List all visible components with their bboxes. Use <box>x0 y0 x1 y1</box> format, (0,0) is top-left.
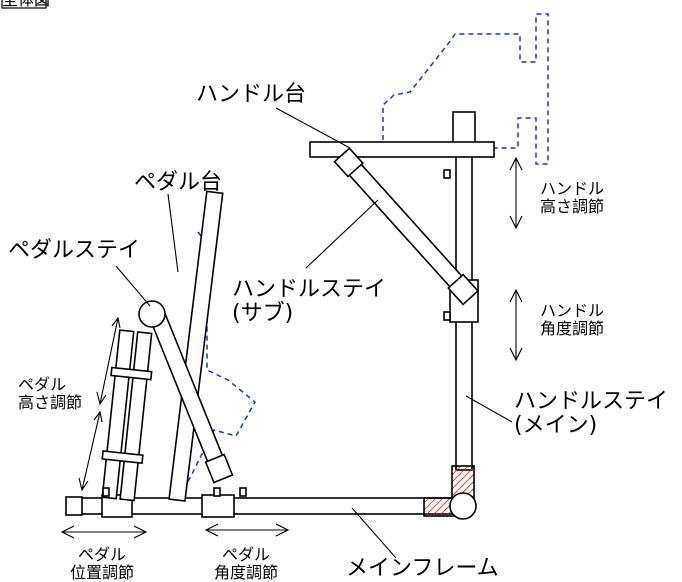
leader-handle-base <box>275 107 351 149</box>
handle-stay-sub-cap-bottom <box>447 273 480 306</box>
pedal-stay-clamp-lower <box>101 450 144 465</box>
handle-stay-sub-cap-top <box>333 147 364 178</box>
pedal-angle-label: ペダル 角度調節 <box>206 546 286 582</box>
handle-base <box>309 141 495 158</box>
leader-handle-stay-sub <box>305 199 379 269</box>
handle-angle-label: ハンドル 角度調節 <box>540 302 604 338</box>
bolt <box>443 169 451 179</box>
pedal-stay-pivot <box>138 300 166 328</box>
leader-pedal-stay <box>115 265 151 307</box>
title-box <box>1 0 47 9</box>
bolt <box>443 311 451 321</box>
pedal-height-line1: ペダル <box>18 375 67 394</box>
main-frame-mid-joint <box>201 494 235 518</box>
pedal-stay-clamp-upper <box>110 366 153 381</box>
main-frame-label: メインフレーム <box>346 556 499 581</box>
handle-stay-main-top <box>452 111 476 147</box>
handle-angle-line1: ハンドル <box>540 301 605 320</box>
handle-stay-sub-line2: (サブ) <box>232 301 294 326</box>
handle-stay-sub-line1: ハンドルステイ <box>232 277 387 302</box>
main-frame-left-cap <box>65 496 83 516</box>
leader-handle-stay-main <box>465 395 513 423</box>
pedal-stay-label: ペダルステイ <box>8 238 141 263</box>
pedal-base-label: ペダル台 <box>134 170 223 195</box>
handle-stay-main-line2: (メイン) <box>514 413 598 438</box>
handle-stay-sub-label: ハンドルステイ (サブ) <box>232 278 386 326</box>
handle-stay-main-line1: ハンドルステイ <box>514 389 669 414</box>
handle-height-label: ハンドル 高さ調節 <box>540 180 604 216</box>
pedal-position-line2: 位置調節 <box>69 563 134 582</box>
pedal-base <box>168 190 224 502</box>
handle-stay-main-label: ハンドルステイ (メイン) <box>514 390 668 438</box>
leader-main-frame <box>351 507 397 559</box>
handle-base-label: ハンドル台 <box>196 82 307 107</box>
leader-pedal-base <box>167 193 179 273</box>
pedal-height-arrow <box>99 317 119 405</box>
pedal-angle-line1: ペダル <box>221 545 270 564</box>
main-frame <box>79 497 457 515</box>
handle-angle-line2: 角度調節 <box>540 319 605 338</box>
pedal-stay-diagonal-cap <box>204 453 234 484</box>
handle-height-line2: 高さ調節 <box>540 197 605 216</box>
pedal-position-line1: ペダル <box>77 545 126 564</box>
title-label: 全体図 <box>2 0 50 9</box>
handle-height-line1: ハンドル <box>540 179 605 198</box>
pedal-position-label: ペダル 位置調節 <box>62 546 142 582</box>
pedal-height-arrow-2 <box>81 411 101 491</box>
bolt <box>239 487 247 497</box>
dashed-handle-outline <box>382 13 549 165</box>
bolt <box>213 487 221 497</box>
pedal-height-line2: 高さ調節 <box>18 393 83 412</box>
pedal-angle-line2: 角度調節 <box>213 563 278 582</box>
bolt <box>102 487 110 497</box>
pedal-height-label: ペダル 高さ調節 <box>18 376 82 412</box>
elbow-joint-ball <box>449 492 477 520</box>
